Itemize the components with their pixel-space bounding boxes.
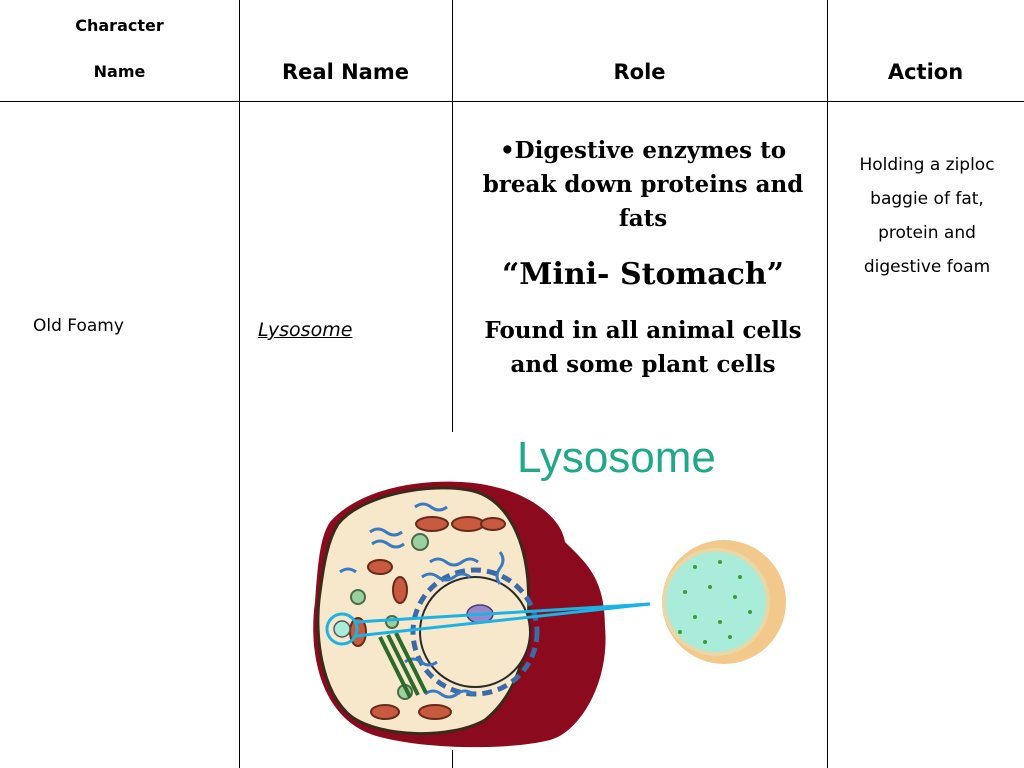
header-character-line2: Name bbox=[93, 62, 146, 81]
illustration-title: Lysosome bbox=[517, 433, 716, 482]
action-text: Holding a ziploc baggie of fat, protein … bbox=[859, 155, 995, 277]
nucleus bbox=[419, 576, 531, 688]
column-divider-2 bbox=[452, 0, 453, 768]
nucleus-outer bbox=[410, 567, 540, 697]
lysosome-in-cell bbox=[325, 612, 359, 646]
header-character-line1: Character bbox=[75, 16, 164, 35]
lysosome-enlarged bbox=[662, 548, 770, 656]
role-found: Found in all animal cells and some plant… bbox=[484, 317, 802, 378]
callout-lines bbox=[355, 602, 651, 638]
golgi-apparatus bbox=[378, 632, 428, 698]
header-real-name: Real Name bbox=[282, 60, 409, 84]
role-bullet: •Digestive enzymes to break down protein… bbox=[482, 137, 804, 232]
column-divider-1 bbox=[239, 0, 240, 768]
cell-diagram: Lysosome bbox=[310, 432, 800, 750]
character-name: Old Foamy bbox=[33, 316, 124, 336]
endoplasmic-reticulum bbox=[339, 502, 505, 699]
header-divider bbox=[0, 101, 1024, 102]
role-nickname: “Mini- Stomach” bbox=[501, 257, 784, 292]
header-action: Action bbox=[887, 60, 964, 84]
lysosome-illustration: Lysosome bbox=[310, 432, 800, 755]
enzyme-dots bbox=[678, 560, 752, 644]
lysosome-in-cell-core bbox=[333, 620, 351, 638]
header-role: Role bbox=[613, 60, 666, 84]
column-divider-3 bbox=[827, 0, 828, 768]
real-name: Lysosome bbox=[258, 319, 353, 341]
